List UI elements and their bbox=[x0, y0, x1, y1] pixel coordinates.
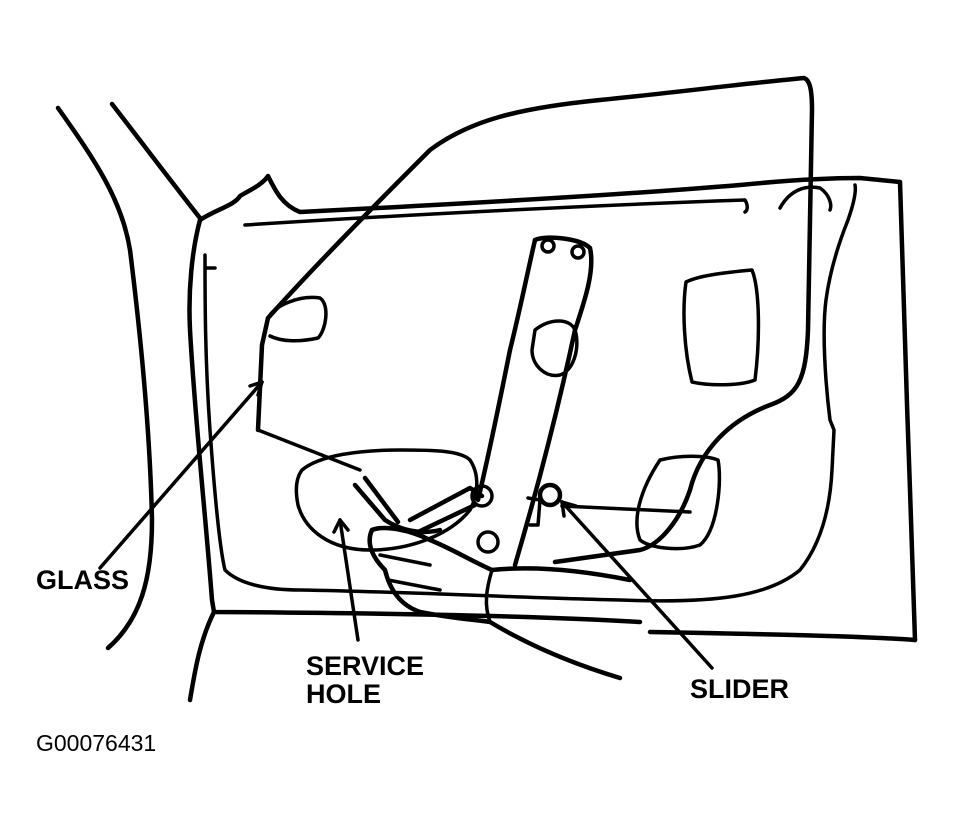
glass-leader bbox=[98, 380, 264, 570]
leader-lines bbox=[98, 380, 714, 670]
hand-with-tool bbox=[352, 475, 633, 681]
slider-roller bbox=[526, 482, 692, 527]
panel-access-holes bbox=[266, 268, 761, 551]
door-panel bbox=[187, 173, 918, 703]
glass-leader-arrow bbox=[248, 380, 264, 397]
slider-label: SLIDER bbox=[690, 674, 790, 704]
door-glass bbox=[255, 75, 815, 565]
regulator-arm bbox=[470, 235, 594, 568]
service-hole-label: SERVICE HOLE bbox=[306, 651, 425, 710]
service-hole-leader bbox=[338, 518, 360, 642]
body-pillar bbox=[55, 101, 203, 651]
service-hole bbox=[294, 448, 479, 552]
slider-leader bbox=[560, 500, 714, 670]
slider-leader-arrow bbox=[560, 500, 578, 518]
service-hole-leader-arrow bbox=[332, 518, 350, 534]
figure-id: G00076431 bbox=[36, 730, 157, 756]
glass-label: GLASS bbox=[36, 565, 130, 595]
